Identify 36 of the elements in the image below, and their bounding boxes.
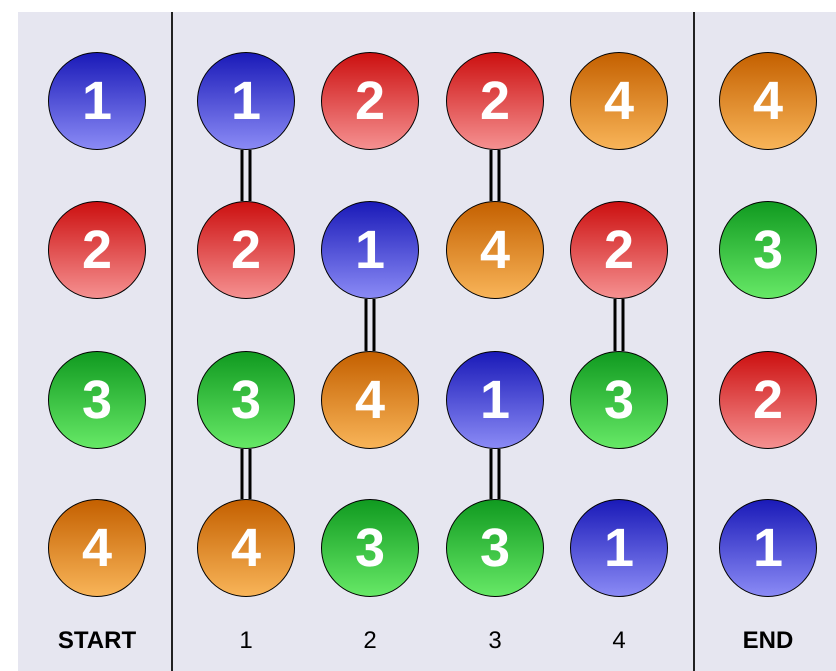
ball-number: 3 [752,223,784,277]
ball-number: 3 [604,373,634,427]
ball-number: 2 [354,74,386,128]
step-number: 3 [488,627,502,656]
ball-number: 4 [604,74,634,128]
ball-number: 1 [480,373,510,427]
double-connector-line [490,448,500,500]
ball-number: 3 [82,373,112,427]
step-number: 4 [612,627,626,656]
ball-number: 2 [82,223,112,277]
ball-number: 2 [230,223,262,277]
double-connector-line [240,148,252,202]
ball-number: 3 [354,521,386,575]
column-heading: END [742,627,794,656]
ball-number: 4 [82,521,112,575]
ball-number: 4 [480,223,510,277]
step-number: 1 [239,627,253,656]
ball-number: 1 [230,74,262,128]
ball-number: 3 [230,373,262,427]
ball-number: 4 [354,373,386,427]
ball-number: 2 [480,74,510,128]
double-connector-line [364,298,376,352]
step-number: 2 [363,627,377,656]
column-heading: START [58,627,136,656]
ball-number: 4 [230,521,262,575]
double-connector-line [240,448,252,500]
ball-number: 2 [604,223,634,277]
ball-number: 1 [82,74,112,128]
ball-number: 3 [480,521,510,575]
ball-number: 2 [752,373,784,427]
ball-number: 1 [604,521,634,575]
ball-number: 1 [752,521,784,575]
ball-number: 4 [752,74,784,128]
ball-number: 1 [354,223,386,277]
double-connector-line [614,298,624,352]
double-connector-line [490,148,500,202]
